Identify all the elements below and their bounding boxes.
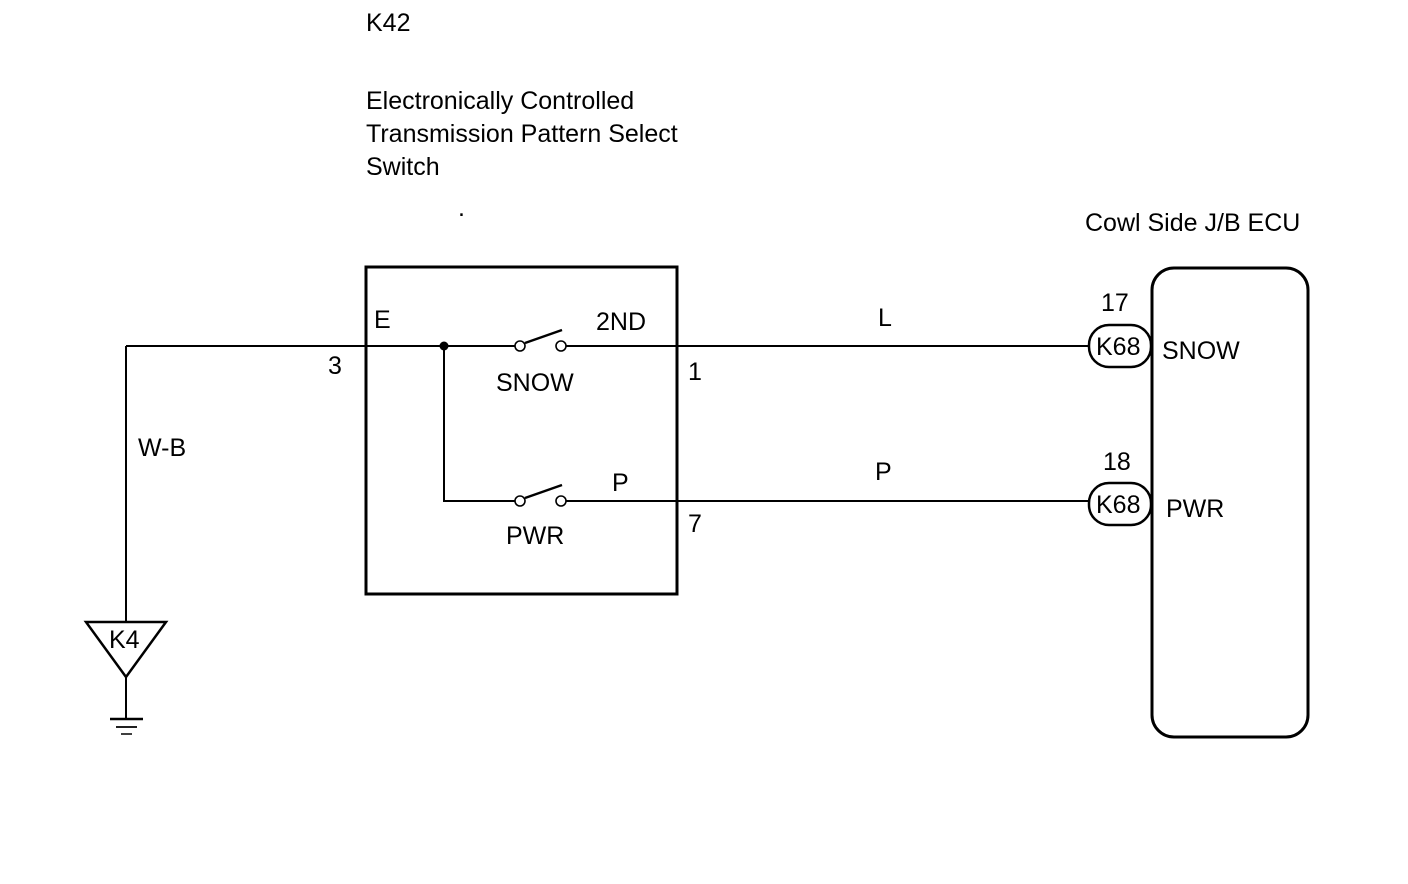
ecu-pin-snow-signal: SNOW [1162, 337, 1240, 365]
pwr-switch-label: PWR [506, 522, 564, 550]
ecu-pin-17-number: 17 [1101, 289, 1129, 317]
connector-k68-snow [1087, 323, 1153, 369]
ecu-name: Cowl Side J/B ECU [1085, 209, 1300, 237]
component-name-line-3: Switch [366, 153, 440, 181]
connector-k68-pwr [1087, 481, 1153, 527]
snow-switch-contact-left [514, 340, 526, 352]
terminal-p-label: P [612, 469, 629, 497]
snow-switch-blade [524, 328, 563, 345]
component-code: K42 [366, 9, 410, 37]
pwr-switch-blade [524, 483, 563, 500]
ecu-pin-pwr-signal: PWR [1166, 495, 1224, 523]
connector-k68-pwr-label: K68 [1096, 491, 1140, 519]
connector-k68-snow-label: K68 [1096, 333, 1140, 361]
terminal-p-pin: 7 [688, 510, 702, 538]
snow-wire-color: L [878, 304, 892, 332]
ground-icon [110, 717, 143, 735]
terminal-e-label: E [374, 306, 391, 334]
component-name-line-2: Transmission Pattern Select [366, 120, 678, 148]
snow-switch-label: SNOW [496, 369, 574, 397]
ground-wire-color: W-B [138, 434, 186, 462]
pwr-switch-contact-left [514, 495, 526, 507]
snow-switch-contact-right [555, 340, 567, 352]
terminal-2nd-pin: 1 [688, 358, 702, 386]
pwr-switch-contact-right [555, 495, 567, 507]
ground-point-triangle [83, 620, 169, 680]
terminal-2nd-label: 2ND [596, 308, 646, 336]
pwr-wire-color: P [875, 458, 892, 486]
stray-dot: . [458, 194, 465, 222]
terminal-e-pin: 3 [328, 352, 342, 380]
ground-point-label: K4 [109, 626, 140, 654]
switch-box [364, 265, 679, 596]
component-name-line-1: Electronically Controlled [366, 87, 634, 115]
pwr-branch-wire [443, 346, 515, 502]
ecu-pin-18-number: 18 [1103, 448, 1131, 476]
